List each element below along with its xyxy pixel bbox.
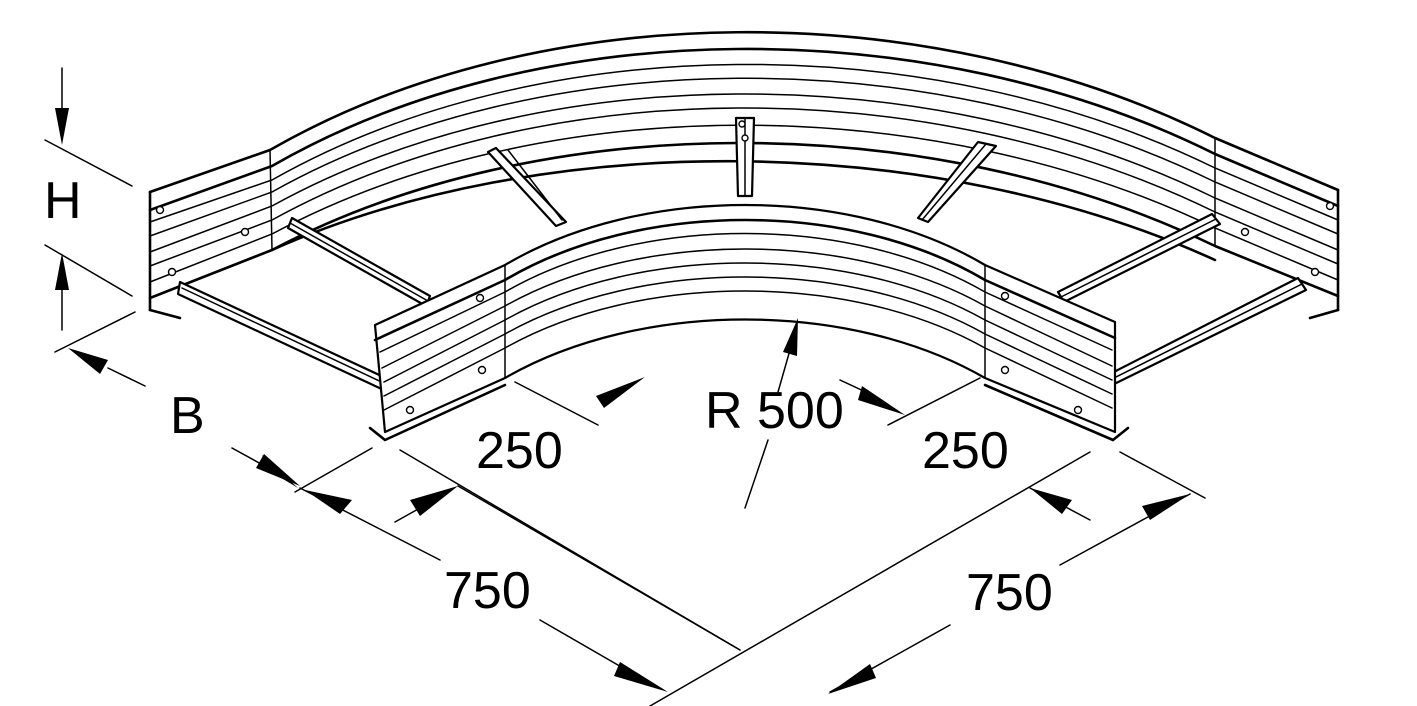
- height-label: H: [44, 172, 82, 230]
- radius-label: R 500: [705, 382, 844, 440]
- inner-side-rail: [368, 204, 1130, 442]
- leg-length-right-label: 750: [966, 564, 1053, 622]
- width-label: B: [170, 387, 205, 445]
- dimension-lines: [44, 67, 1206, 706]
- leg-length-left-label: 750: [444, 562, 531, 620]
- straight-length-right-label: 250: [922, 422, 1009, 480]
- straight-length-left-label: 250: [476, 422, 563, 480]
- rungs: [176, 116, 1308, 394]
